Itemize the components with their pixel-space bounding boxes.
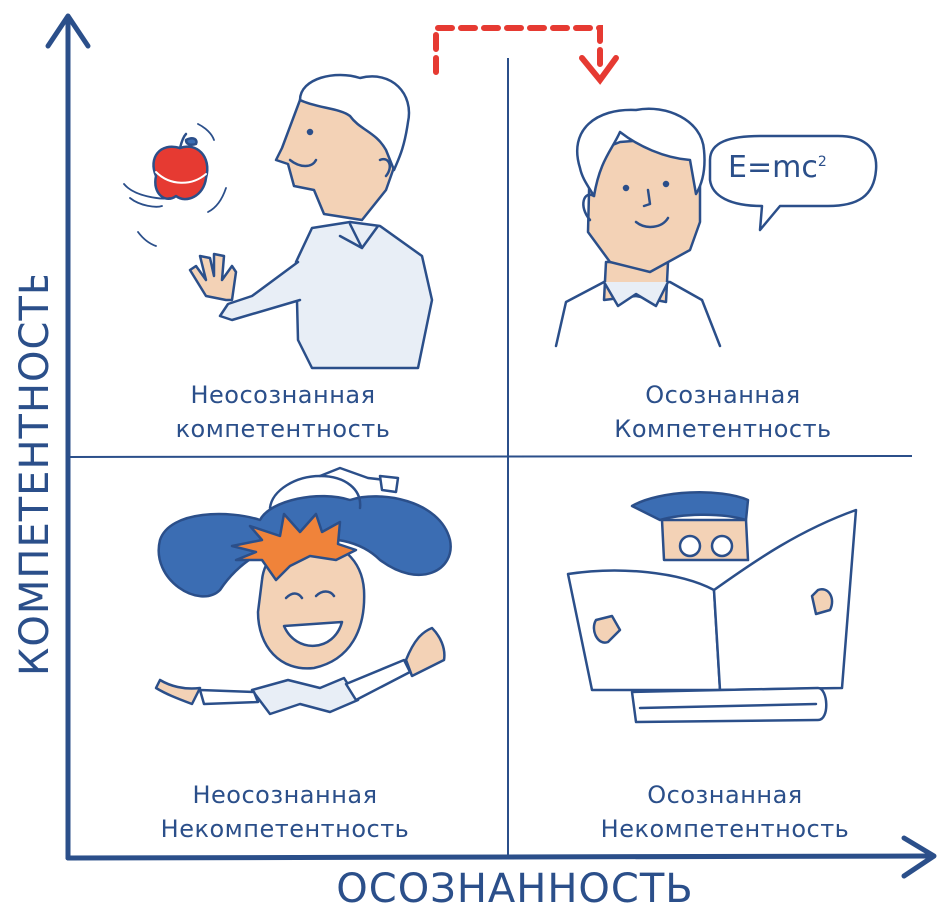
transition-arrow xyxy=(433,25,619,85)
y-axis-title: КОМПЕТЕНТНОСТЬ xyxy=(12,276,58,676)
illustration-man-reading-book xyxy=(566,491,858,724)
horizontal-divider xyxy=(67,455,913,458)
label-line2: компетентность xyxy=(175,415,391,443)
label-line1: Осознанная xyxy=(647,781,803,809)
label-line2: Компетентность xyxy=(614,415,832,443)
label-conscious-incompetence: Осознанная Некомпетентность xyxy=(580,778,870,846)
speech-bubble-formula: E=mc2 xyxy=(728,150,868,185)
label-line1: Неосознанная xyxy=(190,381,376,409)
label-conscious-competence: Осознанная Компетентность xyxy=(588,378,858,446)
illustration-man-with-formula xyxy=(554,107,878,348)
x-axis-line xyxy=(65,853,935,861)
formula-superscript: 2 xyxy=(817,154,827,170)
label-line1: Осознанная xyxy=(645,381,801,409)
quadrant-dividers xyxy=(67,58,913,858)
axes xyxy=(45,13,937,879)
y-axis-arrowhead xyxy=(45,13,91,49)
label-line2: Некомпетентность xyxy=(600,815,850,843)
label-unconscious-competence: Неосознанная компетентность xyxy=(148,378,418,446)
illustration-boy-in-hat xyxy=(154,466,452,716)
x-axis-arrowhead xyxy=(901,835,937,879)
x-axis-title: ОСОЗНАННОСТЬ xyxy=(336,866,694,912)
label-line2: Некомпетентность xyxy=(160,815,410,843)
label-line1: Неосознанная xyxy=(192,781,378,809)
label-unconscious-incompetence: Неосознанная Некомпетентность xyxy=(140,778,430,846)
formula-text: E=mc xyxy=(728,150,818,185)
illustration-man-juggling-apple xyxy=(123,73,434,370)
